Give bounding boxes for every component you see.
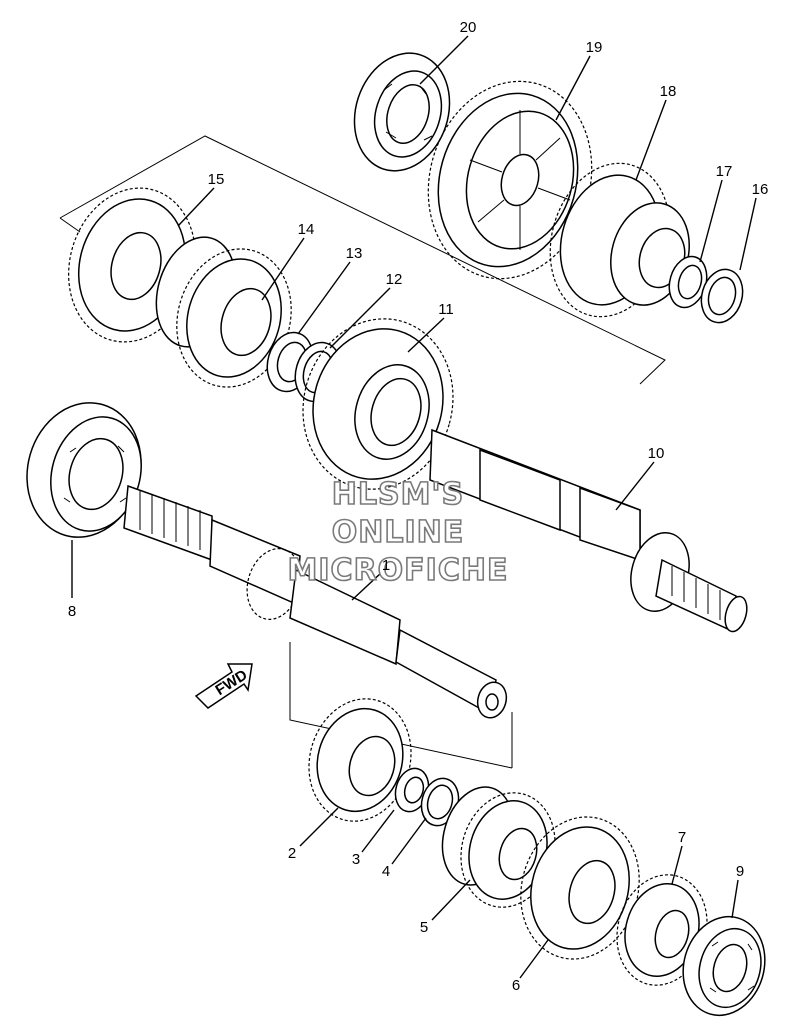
- callout-11: 11: [438, 301, 454, 318]
- upper-assembly-frame: [59, 135, 666, 385]
- callout-12: 12: [386, 271, 403, 288]
- gear-6: [520, 816, 640, 960]
- watermark-line1: HLSM'S: [332, 477, 464, 512]
- gear-14: [155, 236, 292, 388]
- callout-20: 20: [460, 19, 477, 36]
- callout-13: 13: [346, 245, 363, 262]
- callout-18: 18: [660, 83, 677, 100]
- callout-19: 19: [586, 39, 603, 56]
- callout-4: 4: [382, 863, 390, 880]
- washer-3: [394, 767, 430, 813]
- callout-3: 3: [352, 851, 360, 868]
- watermark-line3: MICROFICHE: [288, 553, 509, 588]
- gear-19: [427, 80, 593, 280]
- bearing-8: [26, 402, 142, 538]
- washer-17: [668, 255, 708, 309]
- gear-11: [302, 318, 454, 490]
- callout-2: 2: [288, 845, 296, 862]
- bearing-20: [353, 52, 451, 172]
- callout-10: 10: [648, 445, 665, 462]
- main-axle-1: [123, 484, 508, 719]
- circlip-16: [700, 268, 744, 324]
- callout-9: 9: [736, 863, 744, 880]
- callout-5: 5: [420, 919, 428, 936]
- upper-assembly-frame-left: [59, 217, 81, 233]
- callout-16: 16: [752, 181, 769, 198]
- callout-15: 15: [208, 171, 225, 188]
- drive-axle-10: [429, 428, 748, 633]
- fwd-arrow-icon: FWD: [194, 663, 253, 709]
- callout-7: 7: [678, 829, 686, 846]
- gear-7: [616, 874, 708, 986]
- lower-assembly-frame: [289, 642, 513, 769]
- bearing-9: [682, 915, 766, 1017]
- callout-17: 17: [716, 163, 733, 180]
- watermark-line2: ONLINE: [332, 515, 465, 550]
- gear-5: [441, 786, 556, 908]
- callout-1: 1: [382, 557, 390, 574]
- watermark: HLSM'S ONLINE MICROFICHE: [287, 476, 509, 589]
- callout-6: 6: [512, 977, 520, 994]
- callout-labels: 20 19 18 17 16 15 14 13 12 11 10 8 1 2 3…: [68, 19, 769, 994]
- leader-lines: [71, 35, 757, 979]
- callout-14: 14: [298, 221, 315, 238]
- callout-8: 8: [68, 603, 76, 620]
